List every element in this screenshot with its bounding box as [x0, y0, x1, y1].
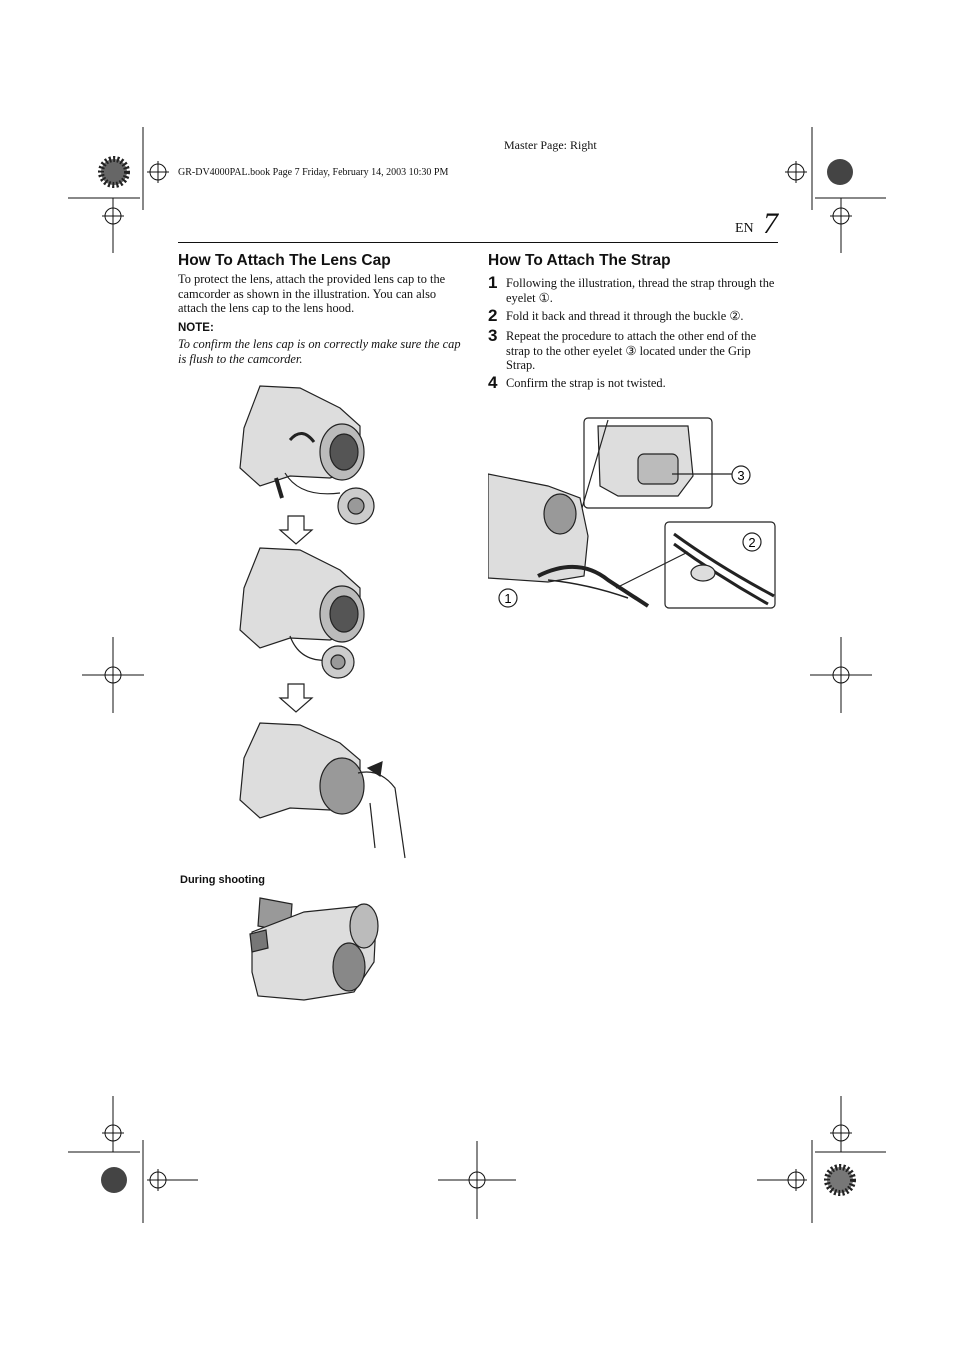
header-rule: [178, 242, 778, 243]
note-text: To confirm the lens cap is on correctly …: [178, 337, 461, 366]
during-shooting-illustration: [249, 897, 379, 1001]
step-text-2: Fold it back and thread it through the b…: [506, 309, 744, 323]
step-text-3: Repeat the procedure to attach the other…: [506, 329, 757, 372]
callout-1: 1: [504, 591, 511, 606]
lens-cap-body: To protect the lens, attach the provided…: [178, 272, 446, 315]
callout-3: 3: [737, 468, 744, 483]
step-number-4: 4: [488, 373, 498, 392]
note-label: NOTE:: [178, 322, 214, 334]
lens-cap-illustration: [239, 385, 406, 859]
strap-illustration: 3 2 1: [488, 417, 776, 609]
page-number: 7: [763, 207, 778, 240]
callout-2: 2: [748, 535, 755, 550]
strap-heading: How To Attach The Strap: [488, 252, 671, 269]
book-info-line: GR-DV4000PAL.book Page 7 Friday, Februar…: [178, 167, 449, 178]
master-page-label: Master Page: Right: [504, 138, 597, 152]
lens-cap-heading: How To Attach The Lens Cap: [178, 252, 391, 269]
step-number-3: 3: [488, 326, 498, 345]
step-text-1: Following the illustration, thread the s…: [506, 276, 775, 305]
step-number-2: 2: [488, 306, 498, 325]
step-number-1: 1: [488, 273, 498, 292]
step-text-4: Confirm the strap is not twisted.: [506, 376, 666, 390]
during-shooting-caption: During shooting: [180, 874, 265, 886]
language-label: EN: [735, 221, 754, 236]
